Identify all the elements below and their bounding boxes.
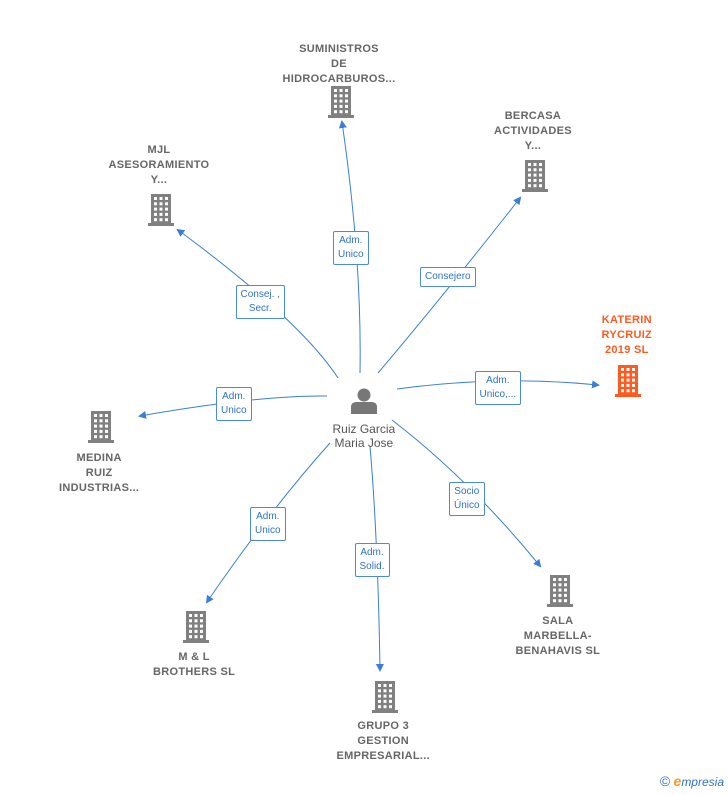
building-icon[interactable] [615,365,641,397]
node-label-ml[interactable]: M & L BROTHERS SL [153,651,236,678]
node-label-sala[interactable]: SALA MARBELLA- BENAHAVIS SL [515,615,601,657]
brand-name: mpresia [681,775,724,789]
node-label-mjl[interactable]: MJL ASESORAMIENTO Y... [108,144,210,186]
building-icon[interactable] [522,160,548,192]
person-name[interactable]: Ruiz Garcia Maria Jose [332,422,396,450]
edge-label-grupo3[interactable]: Adm. Solid. [354,543,390,577]
edge-label-medina[interactable]: Adm. Unico [216,387,252,421]
building-icon[interactable] [328,86,354,118]
brand-logo-letter: e [673,773,682,789]
building-icon[interactable] [183,611,209,643]
edge-label-bercasa[interactable]: Consejero [420,267,476,287]
building-icon[interactable] [372,681,398,713]
node-label-grupo3[interactable]: GRUPO 3 GESTION EMPRESARIAL... [336,720,430,762]
edge-label-ml[interactable]: Adm. Unico [250,507,286,541]
node-label-suministros[interactable]: SUMINISTROS DE HIDROCARBUROS... [282,43,396,85]
person-icon[interactable] [351,388,377,415]
edge-label-suministros[interactable]: Adm. Unico [333,231,369,265]
edge-label-sala[interactable]: Socio Único [449,482,485,516]
building-icon[interactable] [148,194,174,226]
copyright-icon: © [659,773,671,789]
building-icon[interactable] [547,575,573,607]
building-icon[interactable] [88,411,114,443]
edge-label-mjl[interactable]: Consej. , Secr. [235,285,285,319]
edge-line-bercasa [377,196,522,374]
node-label-medina[interactable]: MEDINA RUIZ INDUSTRIAS... [59,452,140,494]
node-label-katerin[interactable]: KATERIN RYCRUIZ 2019 SL [601,314,653,356]
node-label-bercasa[interactable]: BERCASA ACTIVIDADES Y... [494,110,572,152]
edge-label-katerin[interactable]: Adm. Unico,... [474,371,522,405]
footer-brand: © empresia [660,773,724,789]
